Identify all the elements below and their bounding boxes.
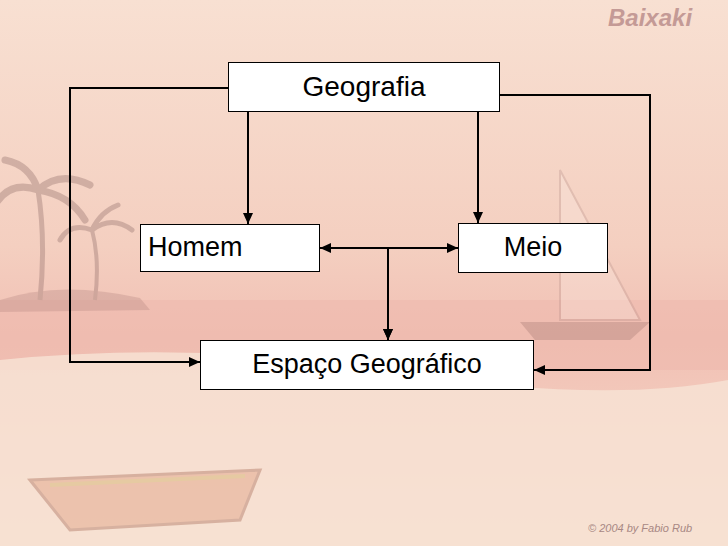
- copyright-note: © 2004 by Fabio Rub: [588, 522, 692, 534]
- connector-arrow: [320, 248, 393, 340]
- box-text: Meio: [504, 233, 563, 263]
- watermark: Baixaki: [608, 4, 692, 32]
- connector-arrow: [473, 112, 483, 223]
- arrowhead: [189, 357, 200, 367]
- connector-line: [247, 112, 249, 224]
- concept-box: Homem: [140, 224, 320, 272]
- connector-line: [388, 248, 458, 340]
- box-text: Espaço Geográfico: [252, 350, 482, 380]
- arrowhead: [534, 365, 545, 375]
- concept-box: Espaço Geográfico: [200, 340, 534, 390]
- arrowhead: [243, 213, 253, 224]
- box-text: Homem: [148, 233, 243, 263]
- connector-line: [320, 248, 388, 340]
- palm-island: [0, 160, 150, 312]
- connector-line: [477, 112, 479, 223]
- concept-box: Geografia: [228, 62, 500, 112]
- arrowhead: [383, 329, 393, 340]
- connector-arrow: [243, 112, 253, 224]
- beached-boat: [30, 470, 260, 530]
- box-text: Geografia: [303, 72, 426, 103]
- arrowhead: [473, 212, 483, 223]
- connector-arrow: [383, 248, 458, 340]
- arrowhead: [383, 329, 393, 340]
- concept-box: Meio: [458, 223, 608, 273]
